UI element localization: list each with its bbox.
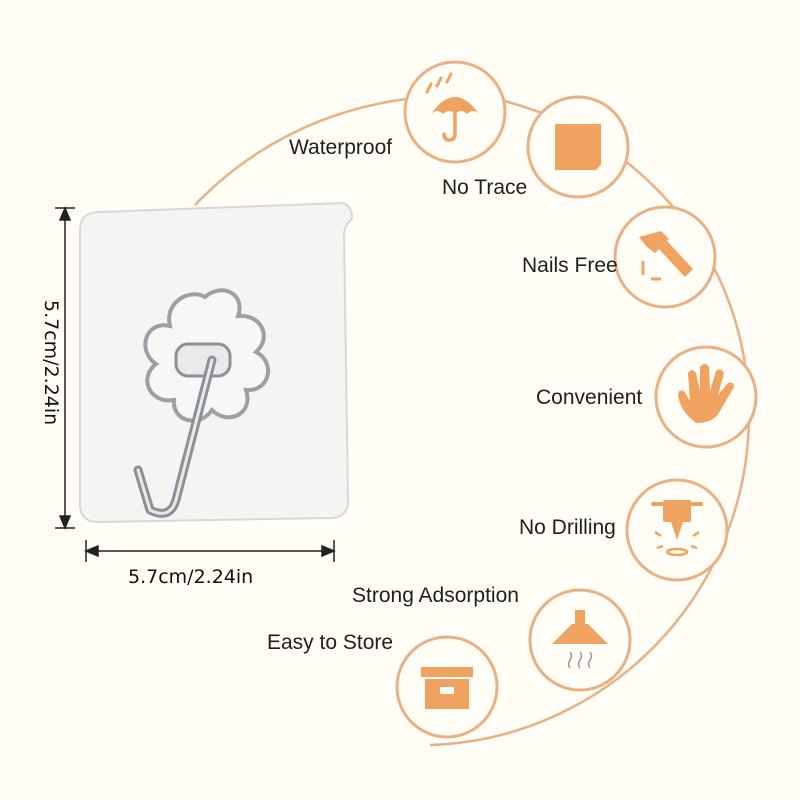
feature-badge xyxy=(625,478,729,582)
feature-label-waterproof: Waterproof xyxy=(289,136,393,159)
width-dimension xyxy=(84,540,336,562)
hook-mount xyxy=(174,342,232,378)
feature-label-no-trace: No Trace xyxy=(442,176,528,199)
feature-badge xyxy=(654,345,758,449)
hand-icon xyxy=(678,364,734,423)
feature-badge xyxy=(526,95,630,199)
feature-badge xyxy=(403,60,507,164)
height-dimension xyxy=(55,206,75,530)
box-icon xyxy=(421,667,473,709)
adhesive-hook-product xyxy=(79,201,354,524)
feature-label-easy-to-store: Easy to Store xyxy=(267,631,394,654)
feature-badge xyxy=(395,635,499,739)
square-sticker-icon xyxy=(555,124,601,170)
feature-label-convenient: Convenient xyxy=(536,386,643,409)
feature-badge xyxy=(528,588,632,692)
feature-label-nails-free: Nails Free xyxy=(522,254,618,277)
hook-wire-highlight xyxy=(136,358,214,515)
width-dimension-label: 5.7cm/2.24in xyxy=(128,566,254,588)
feature-badge xyxy=(613,205,717,309)
drill-icon xyxy=(651,500,703,557)
height-dimension-label: 5.7cm/2.24in xyxy=(40,300,62,426)
suction-icon xyxy=(552,610,608,669)
feature-label-no-drilling: No Drilling xyxy=(519,516,616,539)
feature-label-strong-adsorption: Strong Adsorption xyxy=(352,584,519,607)
feature-badge-circle xyxy=(613,205,717,309)
hammer-icon xyxy=(639,231,693,281)
umbrella-icon xyxy=(425,72,479,142)
